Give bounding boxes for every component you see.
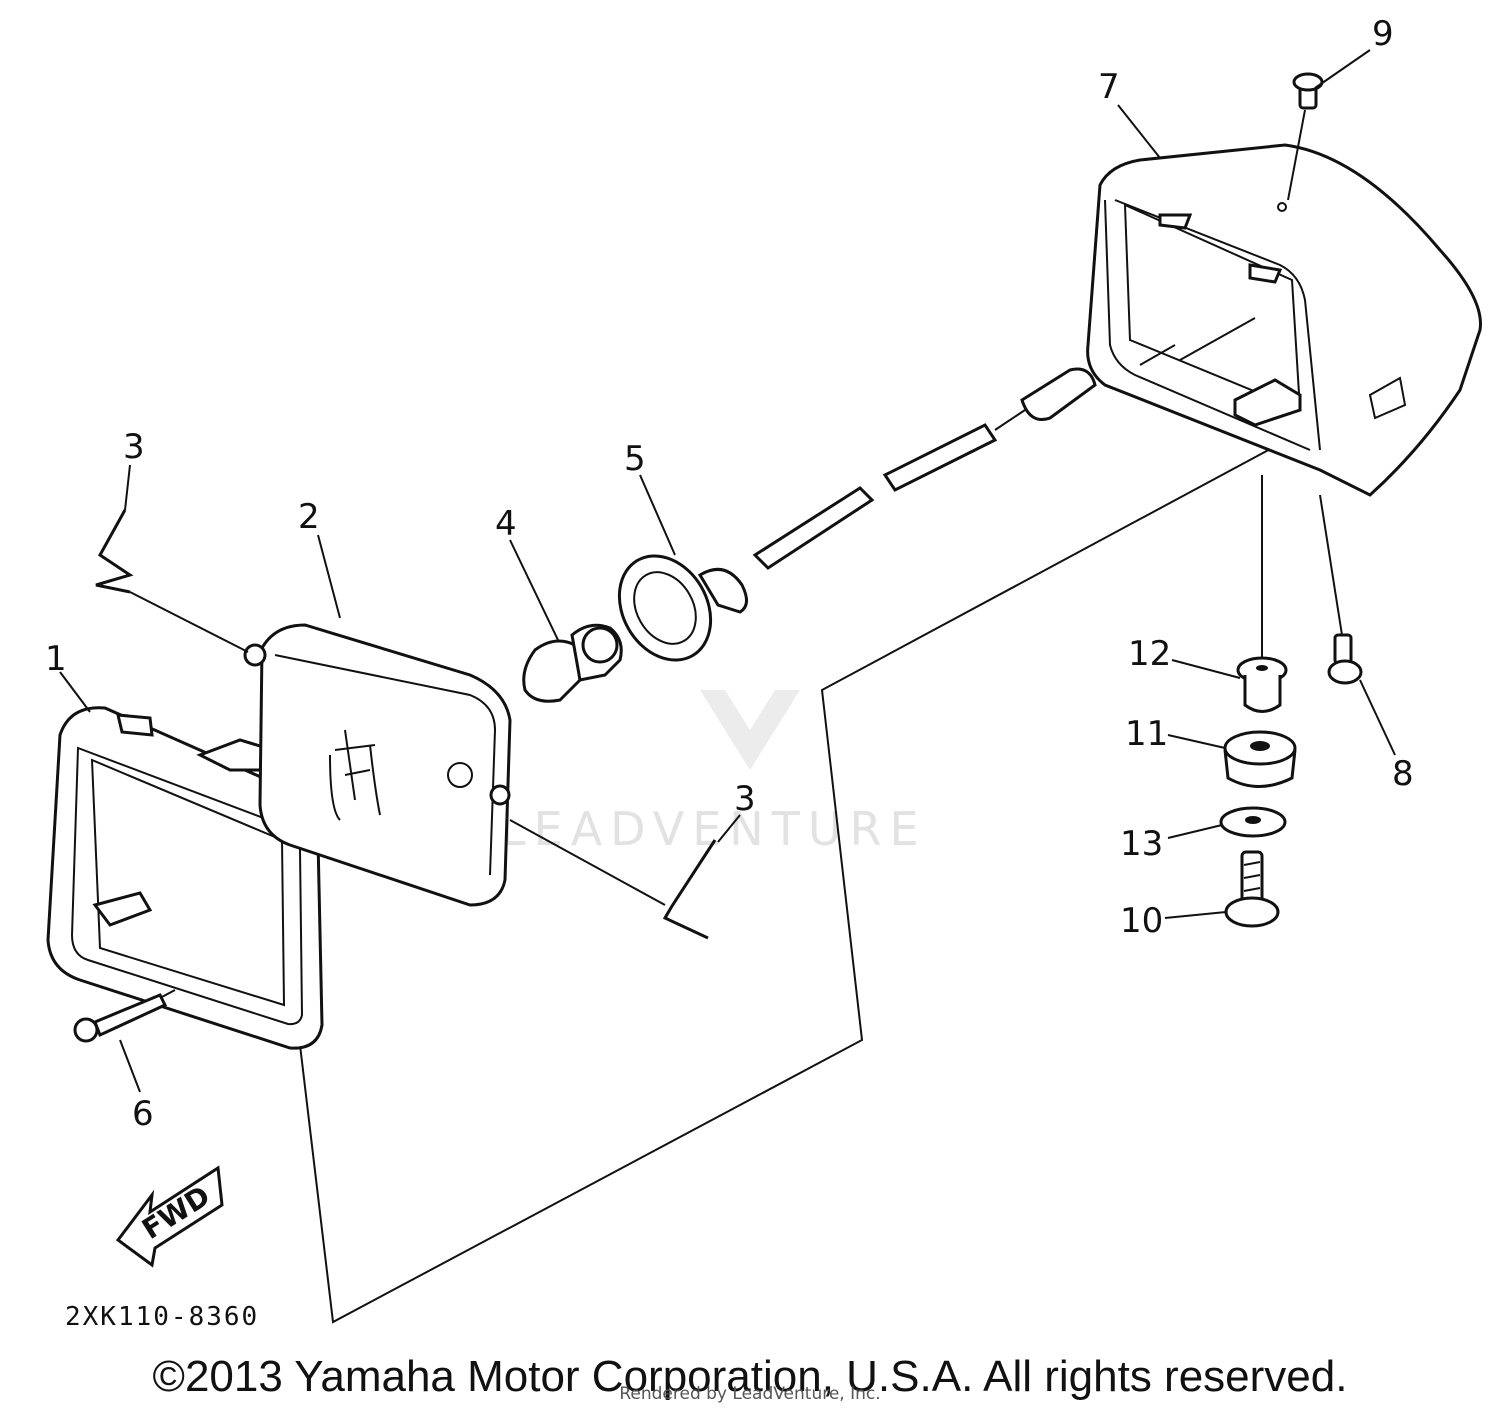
callout-3b: 3 xyxy=(734,779,756,819)
part-1-headlight-rim xyxy=(46,706,324,1050)
callout-3a: 3 xyxy=(123,427,145,467)
callout-9: 9 xyxy=(1372,14,1394,54)
leader-lines xyxy=(59,49,1396,1093)
watermark-text: LEADVENTURE xyxy=(500,802,927,856)
watermark: LEADVENTURE xyxy=(500,690,927,856)
part-6-screw xyxy=(73,989,176,1043)
callout-6: 6 xyxy=(132,1094,154,1134)
forward-direction-arrow: FWD xyxy=(115,1165,224,1268)
callout-13: 13 xyxy=(1120,824,1163,864)
callout-8: 8 xyxy=(1392,754,1414,794)
callout-5: 5 xyxy=(624,439,646,479)
part-7-headlight-case xyxy=(1086,109,1482,497)
diagram-code: 2XK110-8360 xyxy=(65,1302,259,1332)
callout-2: 2 xyxy=(298,497,320,537)
part-5-socket-wire xyxy=(617,367,1097,662)
copyright-notice: ©2013 Yamaha Motor Corporation, U.S.A. A… xyxy=(152,1352,1348,1401)
part-13-washer xyxy=(1219,806,1287,838)
watermark-logo-icon xyxy=(700,690,800,770)
part-12-collar xyxy=(1236,475,1288,713)
callout-10: 10 xyxy=(1120,901,1163,941)
part-3-spring-lower xyxy=(509,819,717,940)
part-4-bulb xyxy=(522,623,623,703)
assembly-outline xyxy=(299,424,1316,1324)
callout-12: 12 xyxy=(1128,634,1171,674)
part-9-screw xyxy=(1292,72,1324,110)
part-2-headlight-unit xyxy=(196,623,512,907)
part-3-spring-upper xyxy=(95,509,249,653)
callout-7: 7 xyxy=(1098,67,1120,107)
part-11-grommet xyxy=(1223,730,1297,788)
part-8-screw xyxy=(1319,494,1363,685)
callout-1: 1 xyxy=(45,639,67,679)
callout-11: 11 xyxy=(1125,714,1168,754)
part-10-bolt xyxy=(1224,850,1280,928)
callout-4: 4 xyxy=(495,504,517,544)
callouts: 1 2 3 3 4 5 6 7 8 9 10 11 12 13 xyxy=(45,14,1414,1134)
rendered-by-note: Rendered by LeadVenture, Inc. xyxy=(619,1384,881,1404)
